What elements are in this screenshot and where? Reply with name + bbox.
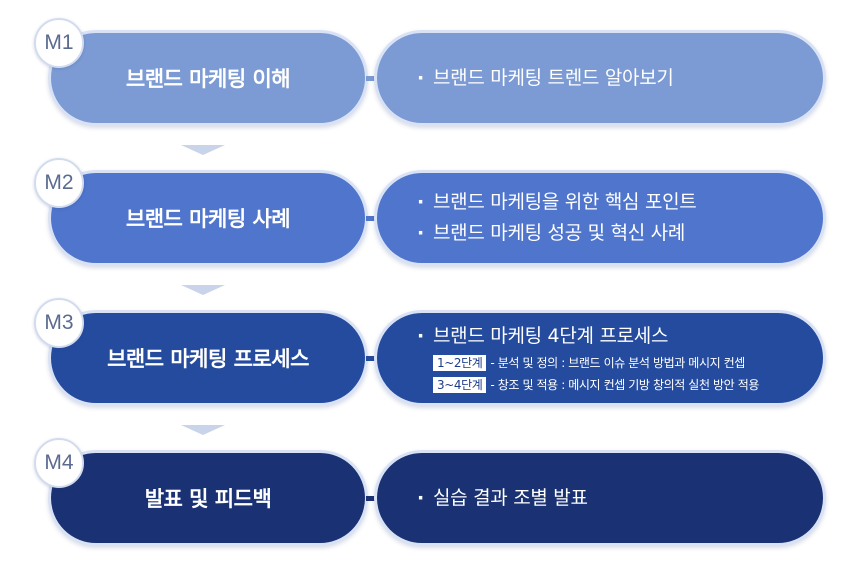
step-m2: 브랜드 마케팅 사례 · 브랜드 마케팅을 위한 핵심 포인트 · 브랜드 마케팅 … — [0, 158, 860, 268]
stage-tag: 3~4단계 — [433, 376, 487, 393]
step-m3-title: 브랜드 마케팅 프로세스 — [107, 347, 309, 371]
step-m2-detail-pill: · 브랜드 마케팅을 위한 핵심 포인트 · 브랜드 마케팅 성공 및 혁신 사례 — [374, 170, 826, 266]
step-m4-detail-pill: · 실습 결과 조별 발표 — [374, 450, 826, 546]
sub-item-text: - 분석 및 정의 : 브랜드 이슈 분석 방법과 메시지 컨셉 — [490, 355, 745, 370]
bullet-dot: · — [417, 324, 424, 347]
step-m2-title-pill: 브랜드 마케팅 사례 — [48, 170, 368, 266]
down-arrow-icon — [181, 145, 225, 155]
bullet-dot: · — [417, 222, 424, 244]
step-m4-title-pill: 발표 및 피드백 — [48, 450, 368, 546]
step-m3-badge: M3 — [34, 298, 84, 348]
step-m3-sub-item: 1~2단계- 분석 및 정의 : 브랜드 이슈 분석 방법과 메시지 컨셉 — [417, 352, 823, 374]
stage-tag: 1~2단계 — [433, 354, 487, 371]
bullet-text: 브랜드 마케팅 4단계 프로세스 — [433, 324, 669, 347]
bullet-text: 브랜드 마케팅 트렌드 알아보기 — [433, 66, 674, 89]
step-m1-title-pill: 브랜드 마케팅 이해 — [48, 30, 368, 126]
step-m3-title-pill: 브랜드 마케팅 프로세스 — [48, 310, 368, 406]
step-m1-detail-pill: · 브랜드 마케팅 트렌드 알아보기 — [374, 30, 826, 126]
step-m3-bullet: · 브랜드 마케팅 4단계 프로세스 — [417, 321, 823, 352]
step-m2-title: 브랜드 마케팅 사례 — [125, 207, 291, 231]
step-m2-bullet: · 브랜드 마케팅 성공 및 혁신 사례 — [417, 218, 823, 249]
step-m1-title: 브랜드 마케팅 이해 — [125, 67, 291, 91]
bullet-text: 브랜드 마케팅 성공 및 혁신 사례 — [433, 222, 686, 244]
step-m4-title: 발표 및 피드백 — [144, 487, 272, 511]
bullet-dot: · — [417, 66, 424, 89]
sub-item-text: - 창조 및 적용 : 메시지 컨셉 기방 창의적 실천 방안 적용 — [490, 377, 759, 392]
down-arrow-icon — [181, 425, 225, 435]
step-m4-bullet: · 실습 결과 조별 발표 — [417, 483, 823, 514]
down-arrow-icon — [181, 285, 225, 295]
step-m3-detail-pill: · 브랜드 마케팅 4단계 프로세스 1~2단계- 분석 및 정의 : 브랜드 이… — [374, 310, 826, 406]
bullet-text: 브랜드 마케팅을 위한 핵심 포인트 — [433, 191, 697, 213]
step-m1: 브랜드 마케팅 이해 · 브랜드 마케팅 트렌드 알아보기 M1 — [0, 18, 860, 128]
bullet-dot: · — [417, 191, 424, 213]
bullet-dot: · — [417, 486, 424, 509]
step-m1-bullet: · 브랜드 마케팅 트렌드 알아보기 — [417, 63, 823, 94]
step-m3: 브랜드 마케팅 프로세스 · 브랜드 마케팅 4단계 프로세스 1~2단계- 분석… — [0, 298, 860, 408]
step-m2-badge: M2 — [34, 158, 84, 208]
step-m2-bullet: · 브랜드 마케팅을 위한 핵심 포인트 — [417, 187, 823, 218]
step-m1-badge: M1 — [34, 18, 84, 68]
step-m4-badge: M4 — [34, 438, 84, 488]
step-m3-sub-item: 3~4단계- 창조 및 적용 : 메시지 컨셉 기방 창의적 실천 방안 적용 — [417, 374, 823, 396]
step-m4: 발표 및 피드백 · 실습 결과 조별 발표 M4 — [0, 438, 860, 548]
bullet-text: 실습 결과 조별 발표 — [433, 486, 588, 509]
